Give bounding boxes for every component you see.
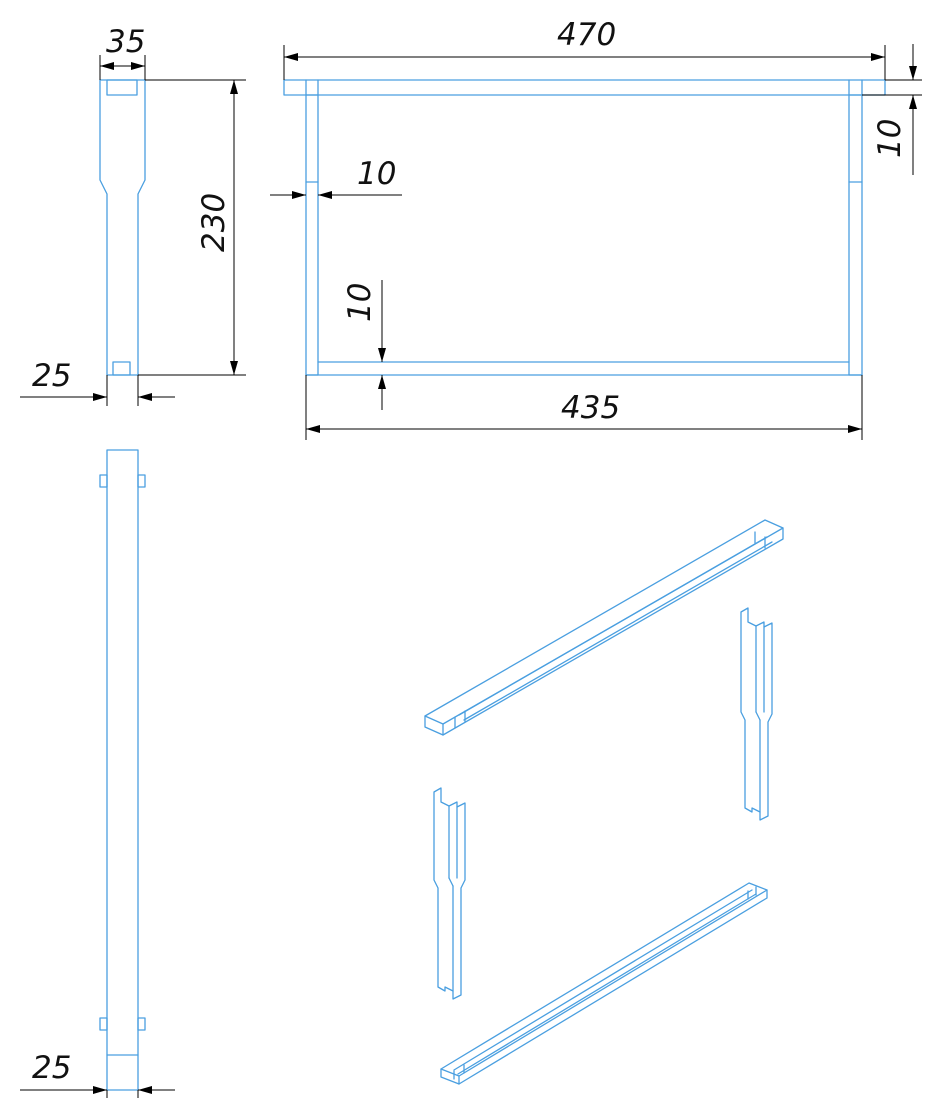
iso-left-end-bar [433,787,466,1000]
top-bar [283,79,886,96]
right-side-bar [848,94,863,376]
bottom-bar-length-dimension: 435 [305,375,863,440]
top-bar-length-label: 470 [557,17,616,53]
side-bar-thickness-label: 10 [357,156,396,192]
iso-right-end-bar [740,607,773,821]
bottom-bar-thickness-label: 10 [342,283,378,322]
end-bar-width-label: 35 [106,24,145,60]
top-bar-thickness-dimension: 10 [862,44,922,175]
top-bar-length-dimension: 470 [283,17,886,80]
bottom-bar-length-label: 435 [561,390,620,426]
frame-front-view [283,79,886,376]
side-bar-thickness-dimension: 10 [270,156,402,199]
end-bar-height-label: 230 [196,193,232,252]
long-bar-width-dimension: 25 [20,1050,175,1098]
left-side-bar [305,94,319,376]
end-bar-tenon-dimension: 25 [20,358,175,406]
iso-top-bar [424,519,784,736]
top-bar-thickness-label: 10 [872,119,908,158]
end-bar-width-dimension: 35 [99,24,146,80]
iso-bottom-bar [440,882,768,1085]
long-bar-width-label: 25 [32,1050,71,1086]
end-bar-height-dimension: 230 [138,79,246,376]
end-bar-view [99,79,146,376]
long-bar-view [99,449,146,1091]
bottom-bar-thickness-dimension: 10 [342,280,386,410]
end-bar-tenon-label: 25 [32,358,71,394]
